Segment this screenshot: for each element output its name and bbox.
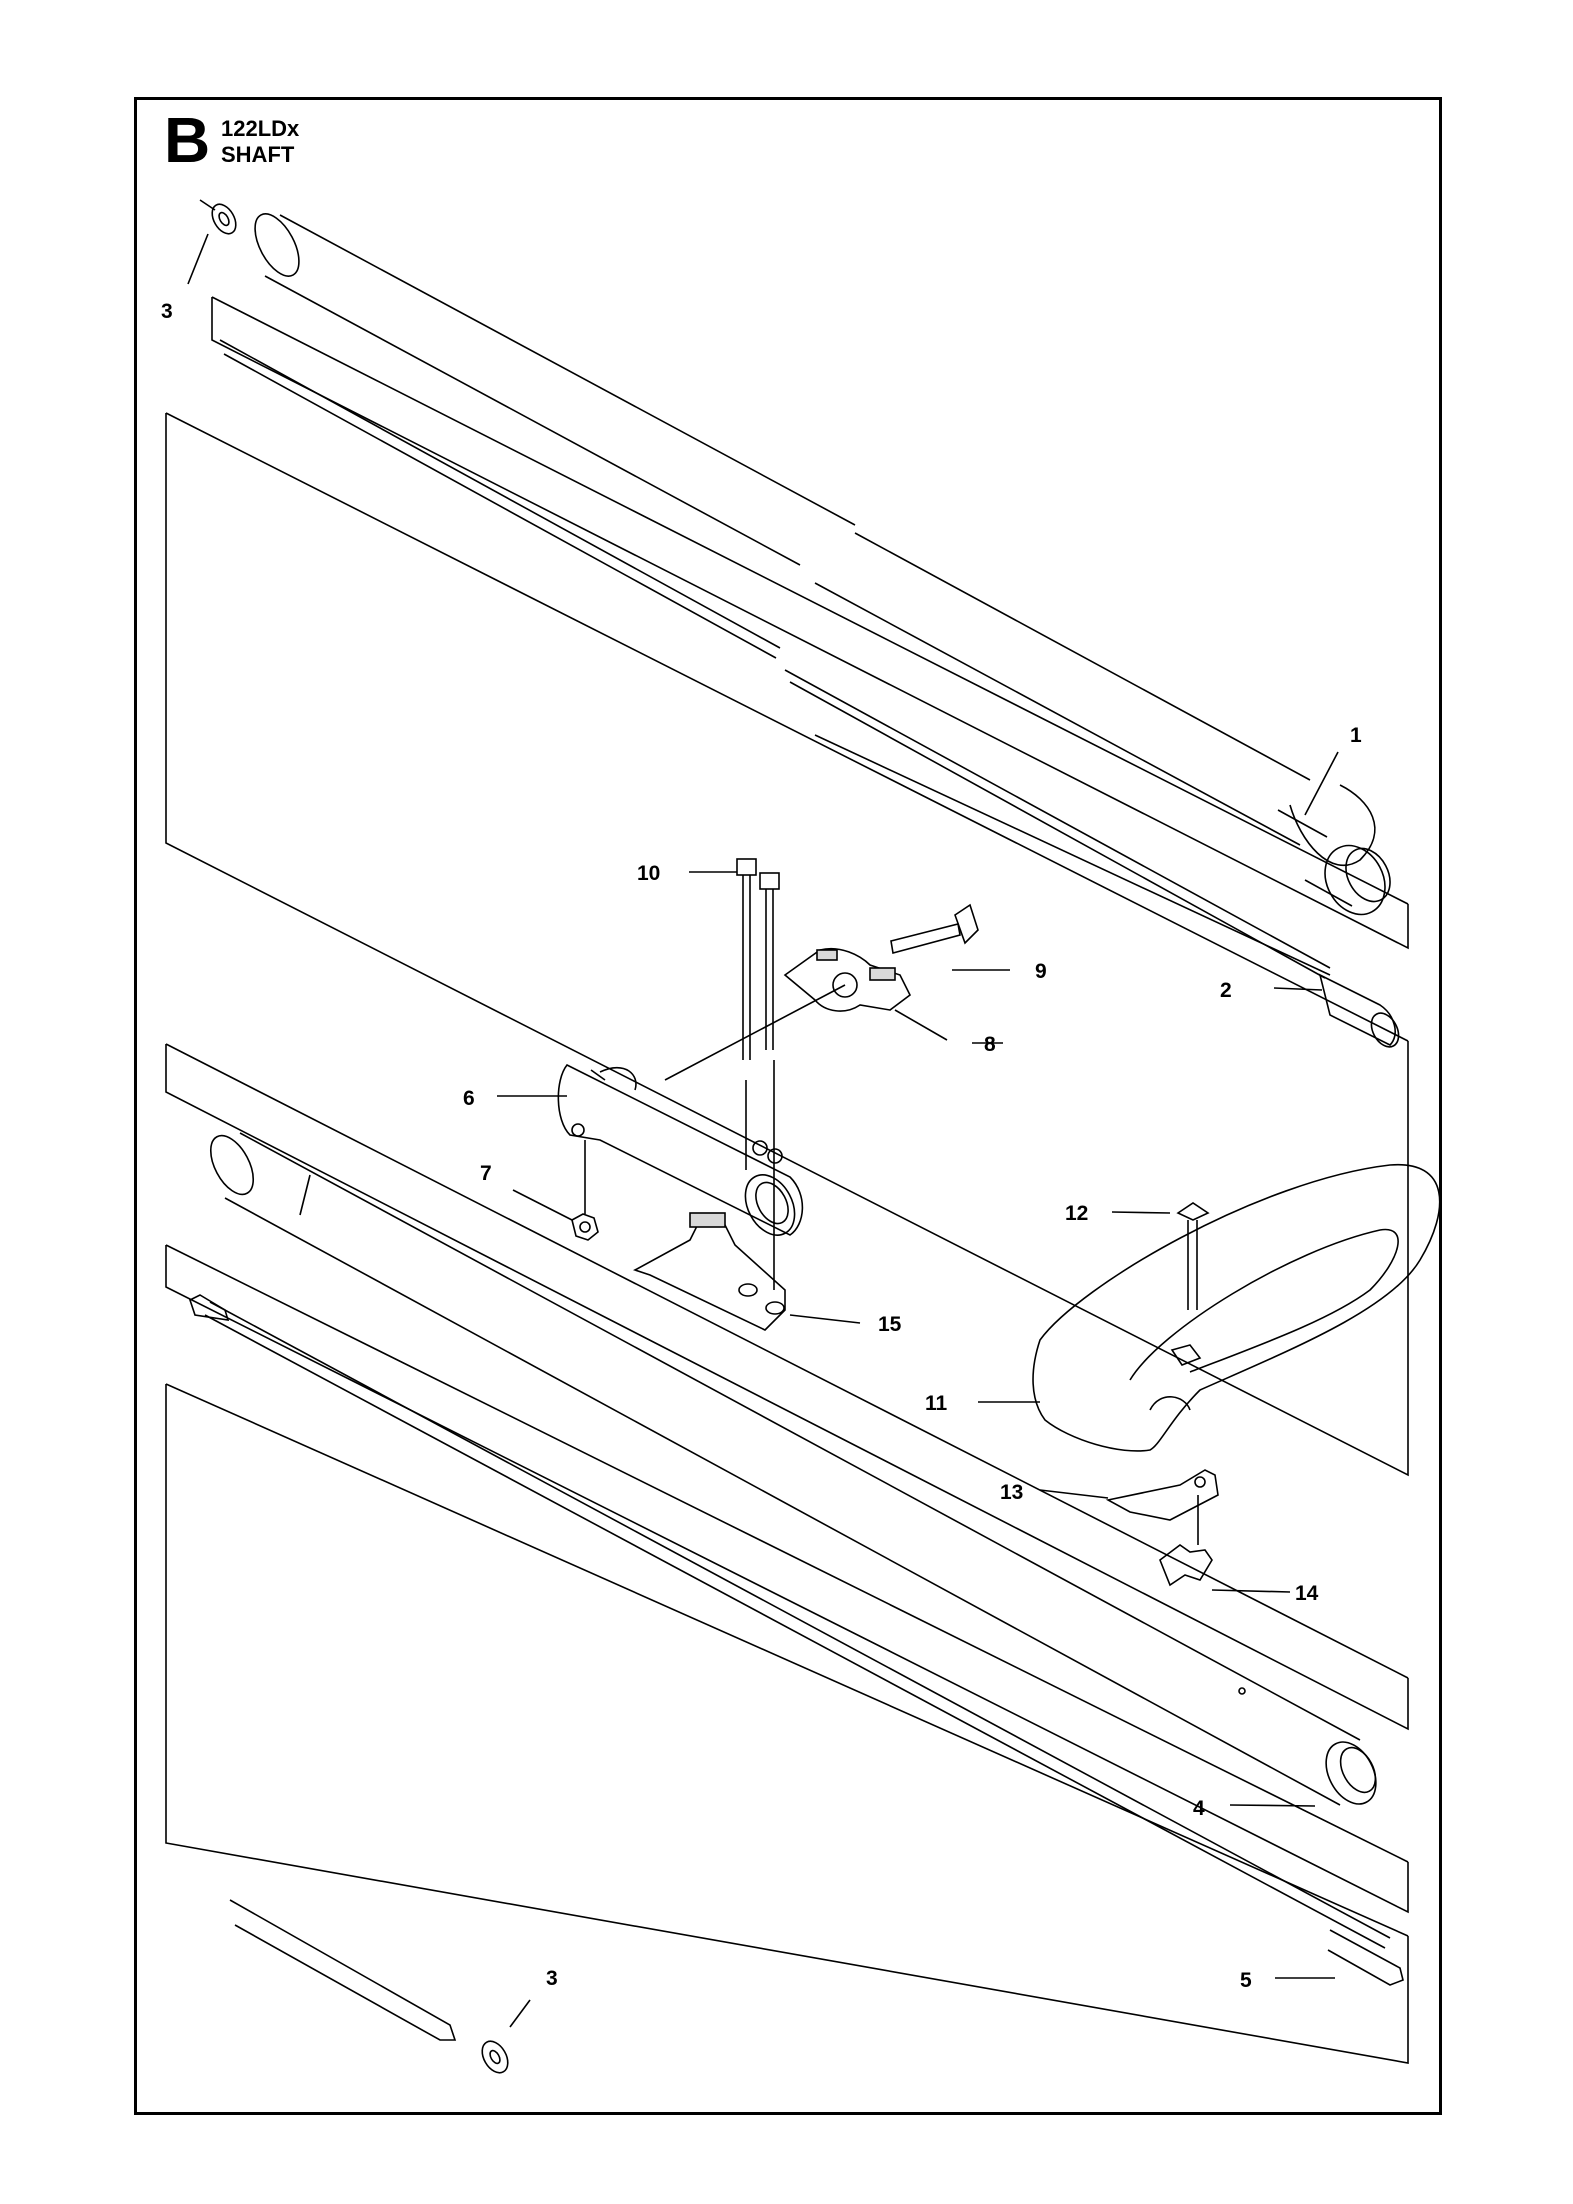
callout-11: 11	[925, 1392, 948, 1415]
callout-1: 1	[1350, 724, 1362, 747]
callout-2: 2	[1220, 979, 1232, 1002]
clamp-screws	[736, 858, 780, 1290]
callout-15: 15	[878, 1313, 902, 1336]
section-letter: B	[164, 104, 211, 176]
callout-5: 5	[1240, 1969, 1252, 1992]
upper-drive-shaft	[219, 339, 1331, 979]
diagram-title: SHAFT	[221, 142, 295, 167]
callout-6: 6	[463, 1087, 475, 1110]
clamp-lower-half	[633, 1212, 786, 1331]
leader-lines	[187, 233, 1339, 2028]
callout-3-bottom: 3	[546, 1967, 558, 1990]
knob-screw	[890, 903, 979, 955]
callout-8: 8	[984, 1033, 996, 1056]
handle-bolt	[1176, 1202, 1210, 1310]
loop-handle	[1032, 1163, 1441, 1452]
shaft-coupling	[1318, 973, 1400, 1048]
callout-12: 12	[1065, 1202, 1088, 1225]
upper-shaft-tube	[254, 213, 1391, 916]
wing-nut	[1159, 1544, 1213, 1587]
shaft-coupling-housing	[557, 1063, 804, 1236]
callout-14: 14	[1295, 1582, 1319, 1605]
lock-washer-bottom	[481, 2040, 509, 2074]
callout-labels: 1 2 3 3 4 5 6 7 8 9 10 11 12 13 14 15	[161, 300, 1362, 1992]
locking-knob	[664, 947, 912, 1081]
nut	[571, 1140, 599, 1241]
lower-shaft-tube	[209, 1132, 1377, 1806]
callout-3-top: 3	[161, 300, 173, 323]
callout-13: 13	[1000, 1481, 1023, 1504]
lock-washer-top	[199, 199, 237, 235]
callout-4: 4	[1193, 1797, 1205, 1820]
upper-tube-assembly-outline	[165, 296, 1409, 1477]
lower-drive-shaft	[189, 1294, 1404, 2041]
handle-plate	[1105, 1469, 1219, 1545]
callout-7: 7	[480, 1162, 492, 1185]
callout-9: 9	[1035, 960, 1047, 983]
diagram-frame	[134, 97, 1442, 2115]
lower-tube-assembly-outline	[165, 1043, 1409, 2064]
model-label: 122LDx	[221, 116, 300, 141]
callout-10: 10	[637, 862, 660, 885]
